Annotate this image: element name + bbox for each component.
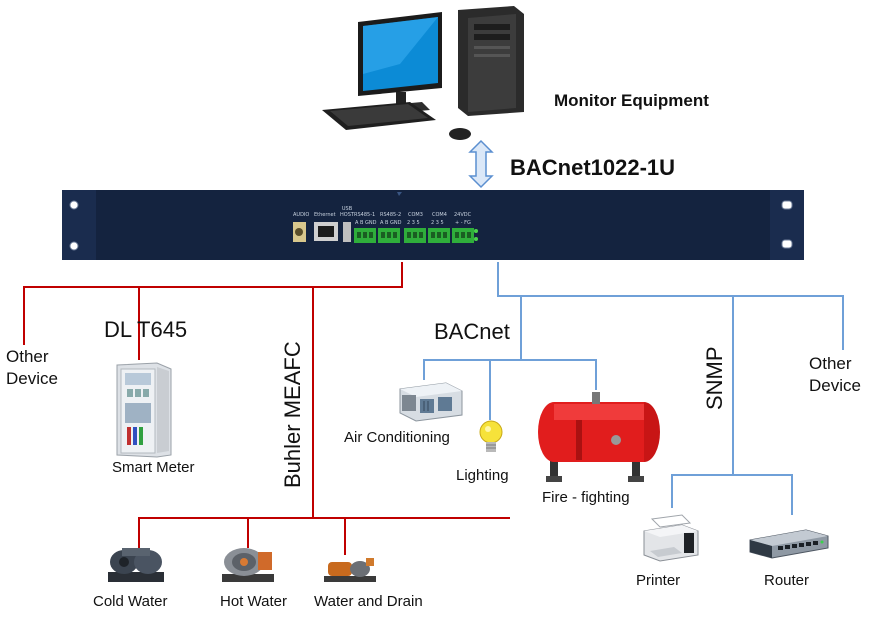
lighting-label: Lighting — [456, 467, 509, 484]
light-bulb-icon — [479, 420, 503, 452]
gateway-rack-unit: AUDIO Ethernet USB HOST RS485-1 RS485-2 … — [62, 188, 804, 262]
port-label-rs485-1: RS485-1 — [354, 212, 376, 218]
smart-meter-cabinet-icon — [116, 362, 172, 458]
port-label-com3: COM3 — [408, 212, 423, 218]
cold-water-label: Cold Water — [93, 593, 168, 610]
cold-water-chiller-icon — [108, 548, 164, 582]
port-label-usb: USB HOST — [340, 206, 354, 218]
air-conditioning-unit-icon — [399, 382, 463, 422]
water-pump-icon — [324, 558, 376, 582]
protocol-dlt645-label: DL T645 — [104, 317, 188, 342]
protocol-bacnet-label: BACnet — [434, 319, 510, 344]
other-device-right-label: Other Device — [809, 354, 861, 395]
fire-fighting-tank-icon — [538, 392, 660, 482]
port-label-24vdc: 24VDC — [454, 212, 472, 218]
bidirectional-arrow-icon — [468, 139, 494, 189]
port-label-audio: AUDIO — [293, 212, 310, 218]
fire-fighting-label: Fire - fighting — [542, 489, 630, 506]
port-label-ethernet: Ethernet — [314, 212, 336, 218]
router-label: Router — [764, 572, 810, 589]
rack-chassis — [62, 190, 804, 260]
water-drain-label: Water and Drain — [314, 593, 423, 610]
other-device-left-label: Other Device — [6, 347, 58, 388]
protocol-buhler-label: Buhler MEAFC — [280, 341, 305, 488]
port-label-com4: COM4 — [432, 212, 447, 218]
pin-label-24vdc: + - FG — [455, 220, 471, 226]
pin-label-rs485-1: A B GND — [355, 220, 377, 226]
smart-meter-label: Smart Meter — [112, 459, 195, 476]
router-icon — [749, 529, 829, 559]
protocol-snmp-label: SNMP — [702, 346, 727, 410]
pin-label-com4: 2 3 5 — [431, 220, 444, 226]
port-label-rs485-2: RS485-2 — [380, 212, 402, 218]
red-bus-lines — [23, 262, 510, 555]
desktop-computer-icon — [322, 6, 524, 140]
blue-bus-lines — [423, 262, 844, 515]
air-conditioning-label: Air Conditioning — [344, 429, 450, 446]
hot-water-label: Hot Water — [220, 593, 287, 610]
pin-label-com3: 2 3 5 — [407, 220, 420, 226]
printer-icon — [643, 514, 699, 562]
printer-label: Printer — [636, 572, 681, 589]
pin-label-rs485-2: A B GND — [380, 220, 402, 226]
gateway-model-label: BACnet1022-1U — [510, 155, 676, 180]
hot-water-chiller-icon — [222, 548, 274, 582]
monitor-equipment-label: Monitor Equipment — [554, 91, 709, 110]
